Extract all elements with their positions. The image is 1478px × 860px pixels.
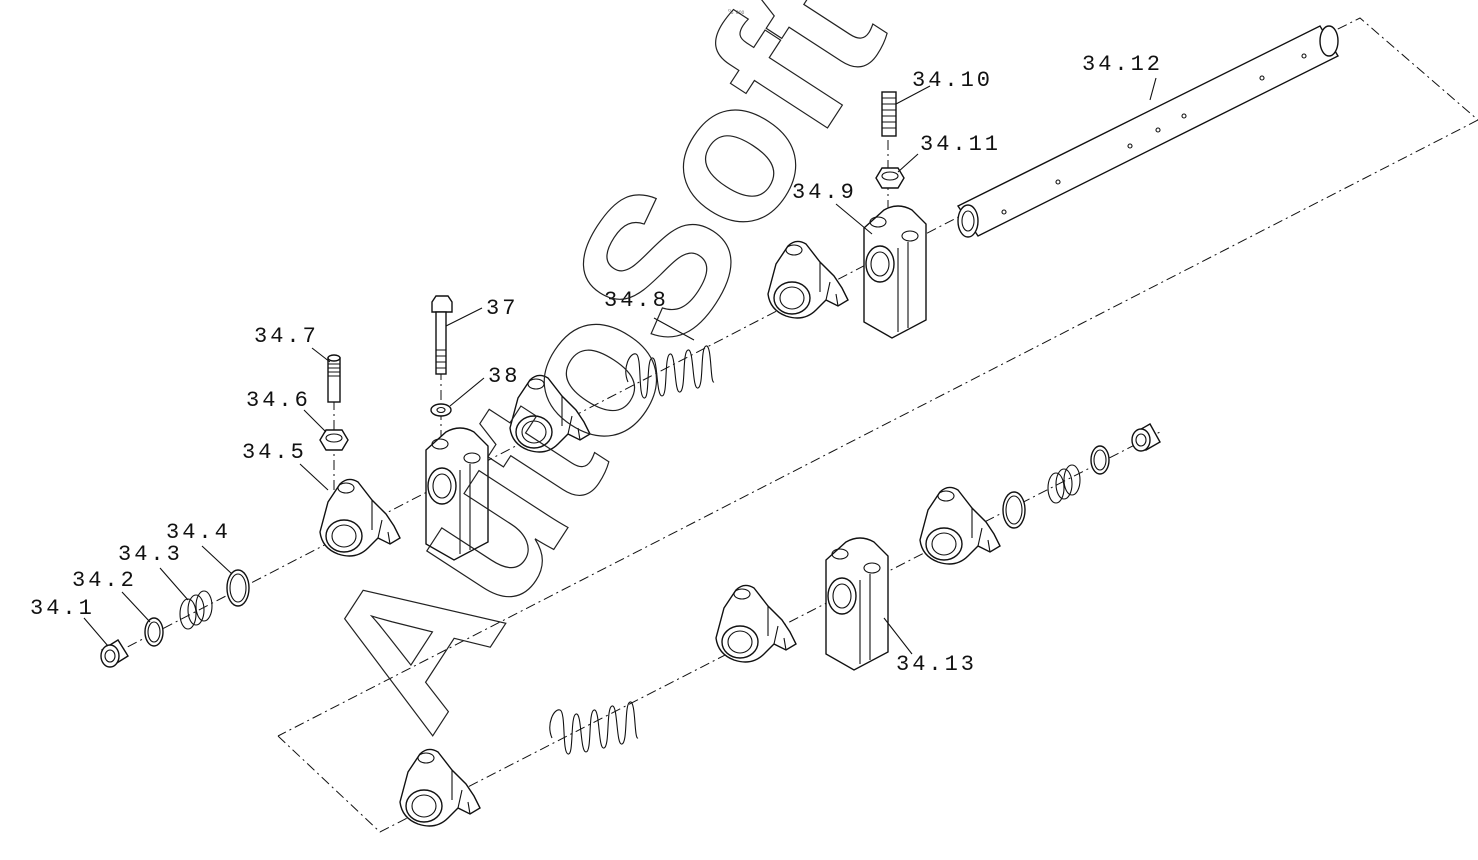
support-block-34-9: [863, 205, 927, 339]
rocker-arm-lower-3: [919, 486, 1001, 565]
bushing-34-1: [100, 639, 129, 668]
label-34-10: 34.10: [912, 68, 993, 93]
nut-34-11: [875, 167, 905, 189]
washer-38: [430, 403, 452, 417]
label-34-13: 34.13: [896, 652, 977, 677]
top-mark: ⁰ₒ ₀₀₀: [728, 8, 745, 16]
label-34-3: 34.3: [118, 542, 183, 567]
label-34-1: 34.1: [30, 596, 95, 621]
label-34-5: 34.5: [242, 440, 307, 465]
label-37: 37: [486, 296, 518, 321]
bushing-lower: [1131, 423, 1161, 452]
label-34-2: 34.2: [72, 568, 137, 593]
rocker-arm-lower-2: [715, 584, 797, 663]
label-34-8: 34.8: [604, 288, 669, 313]
spring-lower-small: [1047, 464, 1081, 504]
support-block-34-13: [825, 537, 889, 671]
rocker-arm-lower-1: [399, 748, 481, 827]
label-34-12: 34.12: [1082, 52, 1163, 77]
label-34-4: 34.4: [166, 520, 231, 545]
snap-ring-34-2: [144, 617, 164, 647]
label-38: 38: [488, 364, 520, 389]
washer-34-4: [226, 569, 250, 607]
label-34-7: 34.7: [254, 324, 319, 349]
spring-34-3: [179, 590, 213, 630]
nut-34-6: [319, 429, 349, 451]
washer-lower: [1002, 491, 1026, 529]
label-34-6: 34.6: [246, 388, 311, 413]
leader-lines: [83, 77, 1157, 655]
snap-ring-lower: [1090, 445, 1110, 475]
rocker-shaft-34-12: [956, 25, 1339, 238]
label-34-11: 34.11: [920, 132, 1001, 157]
part-labels: 34.1 34.2 34.3 34.4 34.5 34.6 34.7 37 38…: [30, 52, 1163, 677]
spring-lower: [549, 701, 639, 755]
label-34-9: 34.9: [792, 180, 857, 205]
bolt-37: [431, 295, 453, 375]
stud-34-10: [881, 91, 897, 137]
adjusting-screw-34-7: [327, 354, 341, 403]
